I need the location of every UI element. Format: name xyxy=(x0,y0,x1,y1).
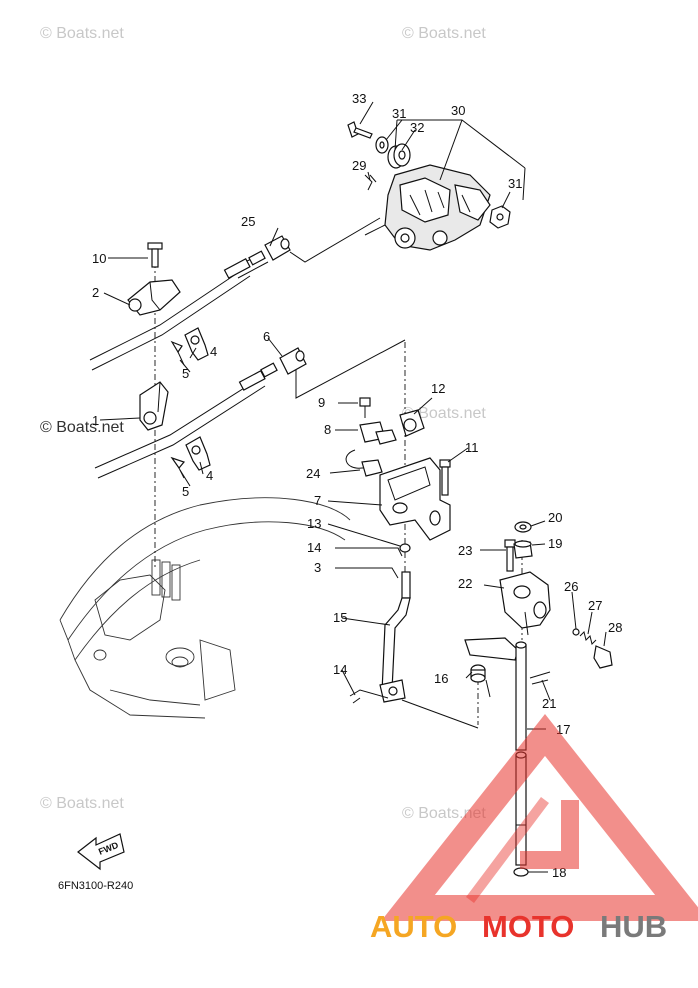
callout-labels: 10 2 4 5 25 6 1 4 5 33 31 30 32 29 31 9 … xyxy=(92,91,622,880)
watermark: © Boats.net xyxy=(40,419,124,436)
callout-14: 14 xyxy=(307,540,321,555)
part-9-clamp xyxy=(359,421,397,445)
upper-cable xyxy=(89,217,381,371)
part-15-lever xyxy=(379,597,411,703)
part-25-spring xyxy=(579,631,597,645)
callout-30: 30 xyxy=(451,103,465,118)
part-27-bracket xyxy=(345,449,383,477)
part-12-damper xyxy=(399,409,425,437)
part-17-rod xyxy=(464,637,527,866)
callout-16: 16 xyxy=(434,671,448,686)
callout-8: 7 xyxy=(314,493,321,508)
part-30-lever-assembly xyxy=(364,164,491,251)
part-21-pin xyxy=(529,671,551,685)
part-5-pin-lower xyxy=(170,456,186,479)
part-3-bolt xyxy=(147,242,163,268)
part-26-plug xyxy=(593,645,613,669)
callout-26: 28 xyxy=(608,620,622,635)
part-7-link xyxy=(335,567,411,599)
callout-32: 32 xyxy=(410,120,424,135)
callout-19: 19 xyxy=(548,536,562,551)
part-14-pin-upper xyxy=(335,547,403,557)
automotohub-logo: AUTO MOTO HUB xyxy=(370,714,698,944)
part-2-bracket xyxy=(127,279,181,316)
watermark: © Boats.net xyxy=(402,405,486,422)
callout-31: 31 xyxy=(392,106,406,121)
part-16-collar xyxy=(470,664,486,683)
part-4-clip-lower xyxy=(185,436,211,471)
callout-28: 25 xyxy=(241,214,255,229)
part-28-joint xyxy=(264,235,291,261)
part-5-pin-upper xyxy=(170,340,185,366)
callout-23: 23 xyxy=(458,543,472,558)
callout-33: 33 xyxy=(352,91,366,106)
callout-11: 11 xyxy=(465,440,479,455)
watermark-layer: © Boats.net © Boats.net © Boats.net © Bo… xyxy=(40,25,486,822)
callout-15: 15 xyxy=(333,610,347,625)
callout-4b: 4 xyxy=(206,468,213,483)
callout-20: 20 xyxy=(548,510,562,525)
part-19-nut xyxy=(513,540,533,559)
part-33-bolt xyxy=(347,121,373,139)
part-31-nut-right xyxy=(489,205,511,229)
part-22-bracket xyxy=(499,571,551,636)
callout-22: 22 xyxy=(458,576,472,591)
brand-auto: AUTO xyxy=(370,909,457,944)
brand-moto: MOTO xyxy=(482,909,574,944)
callout-6: 6 xyxy=(263,329,270,344)
part-4-clip-upper xyxy=(184,327,209,361)
part-1-bracket xyxy=(139,381,169,431)
part-32-spool xyxy=(387,143,411,169)
callout-13: 13 xyxy=(307,516,321,531)
watermark: © Boats.net xyxy=(40,25,124,42)
callout-24: 26 xyxy=(564,579,578,594)
fwd-arrow: FWD xyxy=(77,833,125,871)
callout-21: 21 xyxy=(542,696,556,711)
callout-10: 9 xyxy=(318,395,325,410)
callout-14b: 14 xyxy=(333,662,347,677)
watermark: © Boats.net xyxy=(402,25,486,42)
callout-5b: 5 xyxy=(182,484,189,499)
callout-2: 2 xyxy=(92,285,99,300)
lower-cable xyxy=(94,339,406,479)
brand-hub: HUB xyxy=(600,909,667,944)
group-bracket-30 xyxy=(394,119,526,201)
diagram-code: 6FN3100-R240 xyxy=(58,880,133,892)
part-31-washer-upper xyxy=(375,136,389,154)
part-8-bracket xyxy=(379,457,451,541)
engine-outline xyxy=(59,497,351,719)
callout-25: 27 xyxy=(588,598,602,613)
part-14-pin-lower xyxy=(349,689,479,729)
callout-29: 29 xyxy=(352,158,366,173)
callout-4: 4 xyxy=(210,344,217,359)
callout-1: 1 xyxy=(92,413,99,428)
callout-5: 5 xyxy=(182,366,189,381)
callout-31b: 31 xyxy=(508,176,522,191)
part-24-ball xyxy=(572,628,580,636)
watermark: © Boats.net xyxy=(40,795,124,812)
part-18-oring xyxy=(513,867,529,877)
part-13-washer xyxy=(399,543,411,553)
part-10-screw xyxy=(359,397,371,418)
callout-7: 3 xyxy=(314,560,321,575)
part-6-joint xyxy=(279,347,307,375)
part-11-bolt xyxy=(439,459,451,496)
callout-9: 8 xyxy=(324,422,331,437)
part-20-washer xyxy=(514,521,532,533)
callout-27: 24 xyxy=(306,466,320,481)
callout-12: 12 xyxy=(431,381,445,396)
leader-lines xyxy=(99,101,607,873)
part-29-pin xyxy=(364,174,377,191)
callout-3: 10 xyxy=(92,251,106,266)
